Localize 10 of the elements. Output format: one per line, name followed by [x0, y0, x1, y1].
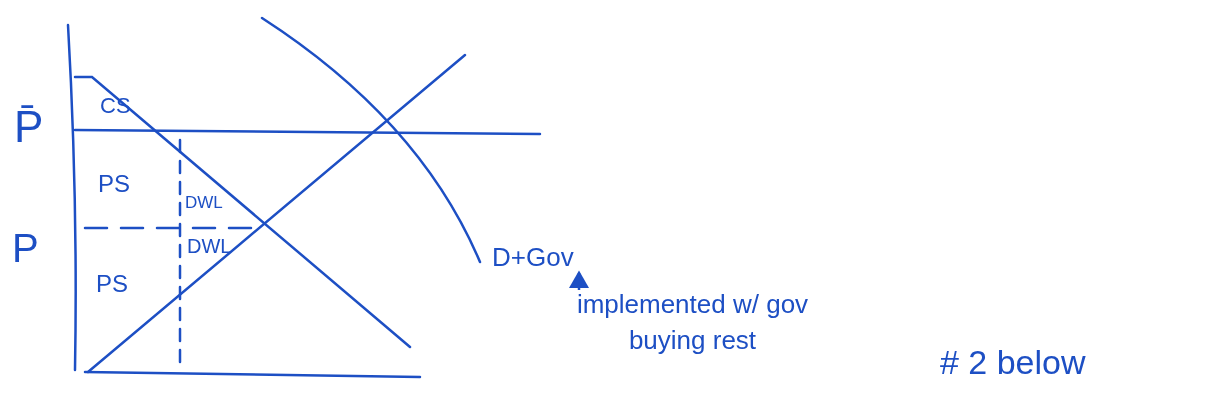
- area-label: DWL: [185, 194, 223, 211]
- arrow: [569, 270, 589, 290]
- axis-label: P̄: [14, 105, 44, 149]
- area-label: DWL: [187, 236, 232, 256]
- note-text: implemented w/ gov buying rest: [575, 286, 810, 359]
- area-label: PS: [98, 172, 130, 196]
- axis-label: P: [12, 228, 39, 268]
- note-text: # 2 below: [940, 345, 1086, 379]
- area-label: PS: [96, 272, 128, 296]
- curve-label: D+Gov: [492, 244, 574, 270]
